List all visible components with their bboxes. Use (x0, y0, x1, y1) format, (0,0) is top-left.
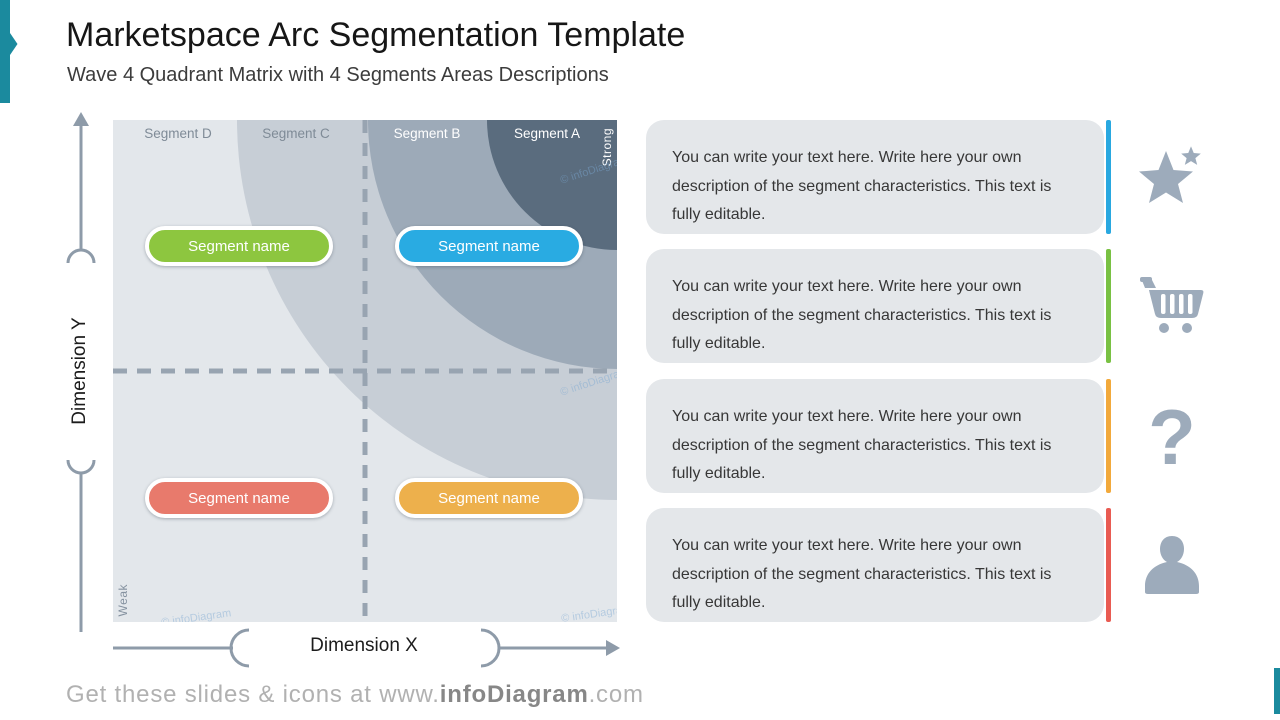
description-box-2[interactable]: You can write your text here. Write here… (646, 249, 1104, 363)
segment-pill-label: Segment name (438, 237, 540, 255)
arc-label-segment-d: Segment D (144, 126, 212, 141)
footer-prefix: Get these slides & icons at www. (66, 681, 440, 708)
question-mark-icon: ? (1148, 393, 1196, 481)
x-axis (113, 628, 620, 668)
footer-credit-link[interactable]: Get these slides & icons at www.infoDiag… (66, 681, 644, 709)
segment-pill-label: Segment name (188, 237, 290, 255)
arrow-right-icon (606, 640, 620, 656)
page-subtitle: Wave 4 Quadrant Matrix with 4 Segments A… (67, 64, 609, 86)
star-icon (1134, 139, 1210, 216)
teal-accent-bar (0, 0, 18, 103)
teal-chevron-icon (10, 33, 18, 55)
footer-suffix: .com (588, 681, 644, 708)
description-text: You can write your text here. Write here… (672, 278, 1052, 352)
arrow-up-icon (73, 112, 89, 126)
description-box-1[interactable]: You can write your text here. Write here… (646, 120, 1104, 234)
description-box-3[interactable]: You can write your text here. Write here… (646, 379, 1104, 493)
arc-label-segment-b: Segment B (393, 126, 461, 141)
axis-break-arc-bottom (66, 459, 96, 475)
accent-bar-red (1106, 508, 1111, 622)
teal-bar (0, 0, 10, 103)
description-text: You can write your text here. Write here… (672, 408, 1052, 482)
page-title: Marketspace Arc Segmentation Template (66, 16, 686, 54)
arc-label-segment-a: Segment A (513, 126, 581, 141)
axis-break-arc-top (66, 248, 96, 264)
weak-axis-label: Weak (116, 583, 130, 616)
accent-bar-orange (1106, 379, 1111, 493)
segment-pill-top-left[interactable]: Segment name (145, 226, 333, 266)
person-icon (1134, 534, 1210, 601)
segment-pill-bottom-right[interactable]: Segment name (395, 478, 583, 518)
segment-pill-label: Segment name (438, 489, 540, 507)
segment-pill-bottom-left[interactable]: Segment name (145, 478, 333, 518)
cart-icon (1134, 276, 1210, 343)
description-text: You can write your text here. Write here… (672, 149, 1052, 223)
footer-brand: infoDiagram (439, 681, 589, 708)
arc-segment-a (487, 120, 617, 250)
segment-pill-label: Segment name (188, 489, 290, 507)
y-axis (66, 112, 96, 632)
y-axis-label: Dimension Y (69, 317, 90, 425)
arc-background (113, 120, 617, 622)
segment-pill-top-right[interactable]: Segment name (395, 226, 583, 266)
arc-label-segment-c: Segment C (262, 126, 330, 141)
quadrant-matrix: Segment D Segment C Segment B Segment A … (113, 120, 617, 622)
axis-break-paren-left (229, 628, 250, 668)
teal-accent-bottom-right (1274, 668, 1280, 714)
axis-break-paren-right (480, 628, 501, 668)
description-box-4[interactable]: You can write your text here. Write here… (646, 508, 1104, 622)
accent-bar-blue (1106, 120, 1111, 234)
description-text: You can write your text here. Write here… (672, 537, 1052, 611)
x-axis-label: Dimension X (310, 635, 418, 656)
accent-bar-green (1106, 249, 1111, 363)
